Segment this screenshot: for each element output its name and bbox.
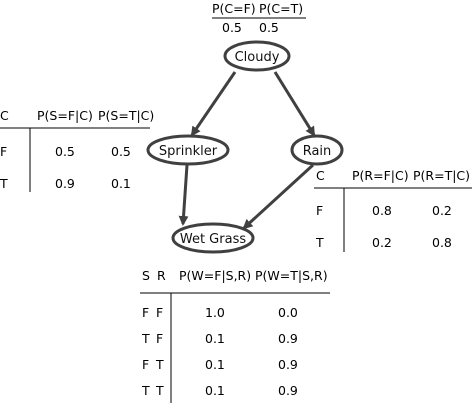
- cpt-wetgrass-header-t: P(W=T|S,R): [255, 268, 328, 283]
- cpt-rain-row1-t: 0.2: [432, 203, 452, 218]
- cpt-wetgrass-row4-r: T: [155, 383, 164, 398]
- cpt-rain-table: C P(R=F|C) P(R=T|C) F 0.8 0.2 T 0.2 0.8: [314, 168, 472, 252]
- cpt-sprinkler-header-f: P(S=F|C): [37, 108, 93, 123]
- cpt-sprinkler-row2-c: T: [0, 176, 8, 191]
- cpt-wetgrass-row3-t: 0.9: [278, 357, 298, 372]
- cpt-wetgrass-row2-r: F: [156, 331, 163, 346]
- cpt-wetgrass-row1-t: 0.0: [278, 305, 298, 320]
- cpt-rain-row1-c: F: [316, 203, 323, 218]
- cpt-cloudy-header-1: P(C=F): [212, 1, 256, 16]
- cpt-wetgrass-row2-f: 0.1: [205, 331, 225, 346]
- cpt-wetgrass-table: S R P(W=F|S,R) P(W=T|S,R) F F 1.0 0.0 T …: [140, 268, 330, 403]
- cpt-rain-row1-f: 0.8: [372, 203, 392, 218]
- edge-rain-to-wetgrass: [242, 163, 315, 230]
- edge-cloudy-to-rain: [273, 71, 316, 137]
- cpt-sprinkler-row1-t: 0.5: [111, 144, 131, 159]
- cpt-sprinkler-header-c: C: [0, 108, 9, 123]
- cpt-wetgrass-row2-s: T: [141, 331, 150, 346]
- node-rain-label: Rain: [303, 144, 332, 159]
- edge-cloudy-to-sprinkler: [190, 71, 237, 137]
- node-cloudy-label: Cloudy: [235, 50, 280, 65]
- cpt-wetgrass-row4-f: 0.1: [205, 383, 225, 398]
- cpt-wetgrass-row1-s: F: [142, 305, 149, 320]
- cpt-sprinkler-header-t: P(S=T|C): [98, 108, 154, 123]
- node-rain: Rain: [290, 134, 344, 166]
- cpt-rain-header-f: P(R=F|C): [352, 168, 409, 183]
- cpt-wetgrass-row3-r: T: [155, 357, 164, 372]
- cpt-rain-header-t: P(R=T|C): [413, 168, 470, 183]
- node-sprinkler: Sprinkler: [146, 134, 230, 166]
- cpt-wetgrass-row2-t: 0.9: [278, 331, 298, 346]
- edge-sprinkler-to-wetgrass: [178, 164, 189, 226]
- cpt-wetgrass-header-s: S: [142, 268, 150, 283]
- cpt-cloudy-table: P(C=F) P(C=T) 0.5 0.5: [212, 1, 306, 35]
- cpt-sprinkler-row2-t: 0.1: [111, 176, 131, 191]
- cpt-sprinkler-table: C P(S=F|C) P(S=T|C) F 0.5 0.5 T 0.9 0.1: [0, 108, 154, 192]
- cpt-cloudy-value-2: 0.5: [259, 20, 279, 35]
- node-cloudy: Cloudy: [223, 40, 291, 72]
- cpt-wetgrass-row4-t: 0.9: [278, 383, 298, 398]
- node-wetgrass: Wet Grass: [171, 222, 255, 254]
- cpt-rain-row2-t: 0.8: [432, 235, 452, 250]
- node-wetgrass-label: Wet Grass: [180, 232, 246, 247]
- node-sprinkler-label: Sprinkler: [159, 144, 218, 159]
- cpt-sprinkler-row2-f: 0.9: [55, 176, 75, 191]
- cpt-wetgrass-row1-f: 1.0: [205, 305, 225, 320]
- cpt-cloudy-value-1: 0.5: [222, 20, 242, 35]
- cpt-rain-header-c: C: [316, 168, 325, 183]
- cpt-wetgrass-row1-r: F: [156, 305, 163, 320]
- cpt-wetgrass-header-r: R: [157, 268, 166, 283]
- cpt-sprinkler-row1-c: F: [0, 144, 7, 159]
- cpt-sprinkler-row1-f: 0.5: [55, 144, 75, 159]
- cpt-wetgrass-row3-f: 0.1: [205, 357, 225, 372]
- cpt-wetgrass-header-f: P(W=F|S,R): [179, 268, 251, 283]
- cpt-cloudy-header-2: P(C=T): [259, 1, 303, 16]
- cpt-wetgrass-row3-s: F: [142, 357, 149, 372]
- cpt-wetgrass-row4-s: T: [141, 383, 150, 398]
- cpt-rain-row2-f: 0.2: [372, 235, 392, 250]
- cpt-rain-row2-c: T: [315, 235, 324, 250]
